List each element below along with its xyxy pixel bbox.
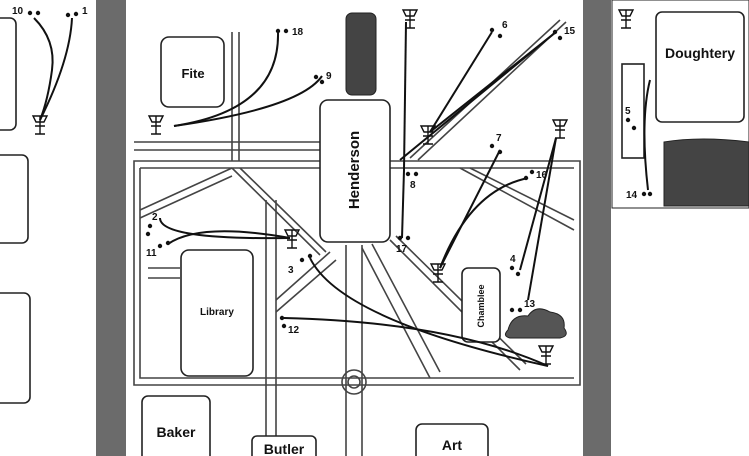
building-label-henderson: Henderson	[346, 131, 363, 209]
hole-label: 15	[564, 26, 576, 37]
hole-label: 18	[292, 27, 304, 38]
building-butler	[251, 435, 317, 456]
building-library	[180, 249, 254, 377]
street-east	[583, 0, 611, 456]
hole-label: 6	[502, 20, 508, 31]
building-label-art: Art	[442, 437, 463, 453]
building-dark-east	[663, 138, 749, 207]
hole-label: 14	[626, 190, 638, 201]
building-doughtery	[655, 11, 745, 123]
building-east-small	[621, 63, 645, 159]
hole-label: 11	[146, 248, 157, 259]
course-lines	[33, 17, 651, 367]
hole-label: 17	[396, 244, 408, 255]
hole-label: 13	[524, 299, 536, 310]
building-label-doughtery: Doughtery	[665, 45, 735, 61]
disc-golf-basket-icon	[31, 9, 635, 365]
building-label-fite: Fite	[181, 66, 204, 81]
hole-label: 16	[536, 170, 548, 181]
hole-label: 3	[288, 265, 294, 276]
hole-label: 12	[288, 325, 300, 336]
building-label-chamblee: Chamblee	[476, 284, 486, 327]
building-henderson	[319, 99, 391, 243]
hole-label: 1	[82, 6, 88, 17]
building-baker	[141, 395, 211, 456]
hole-label: 8	[410, 180, 416, 191]
hole-number-labels: 10 1 18 9 6 15 5 8 7 16 14 2 11 17 3 4 1…	[12, 6, 638, 336]
tee-dot-icon	[27, 10, 653, 329]
hole-label: 10	[12, 6, 24, 17]
building-label-baker: Baker	[157, 424, 196, 440]
tree-icon	[504, 308, 567, 339]
hole-label: 7	[496, 133, 502, 144]
building-label-library: Library	[200, 307, 234, 318]
road-network	[133, 19, 581, 456]
building-left-3	[0, 292, 31, 404]
hole-label: 2	[152, 212, 158, 223]
building-art	[415, 423, 489, 456]
hole-label: 4	[510, 254, 516, 265]
building-dark-north	[345, 12, 377, 96]
building-left-2	[0, 154, 29, 244]
hole-label: 9	[326, 71, 332, 82]
building-label-butler: Butler	[264, 441, 305, 456]
building-fite	[160, 36, 225, 108]
street-west	[96, 0, 126, 456]
hole-label: 5	[625, 106, 631, 117]
building-left-1	[0, 17, 17, 131]
